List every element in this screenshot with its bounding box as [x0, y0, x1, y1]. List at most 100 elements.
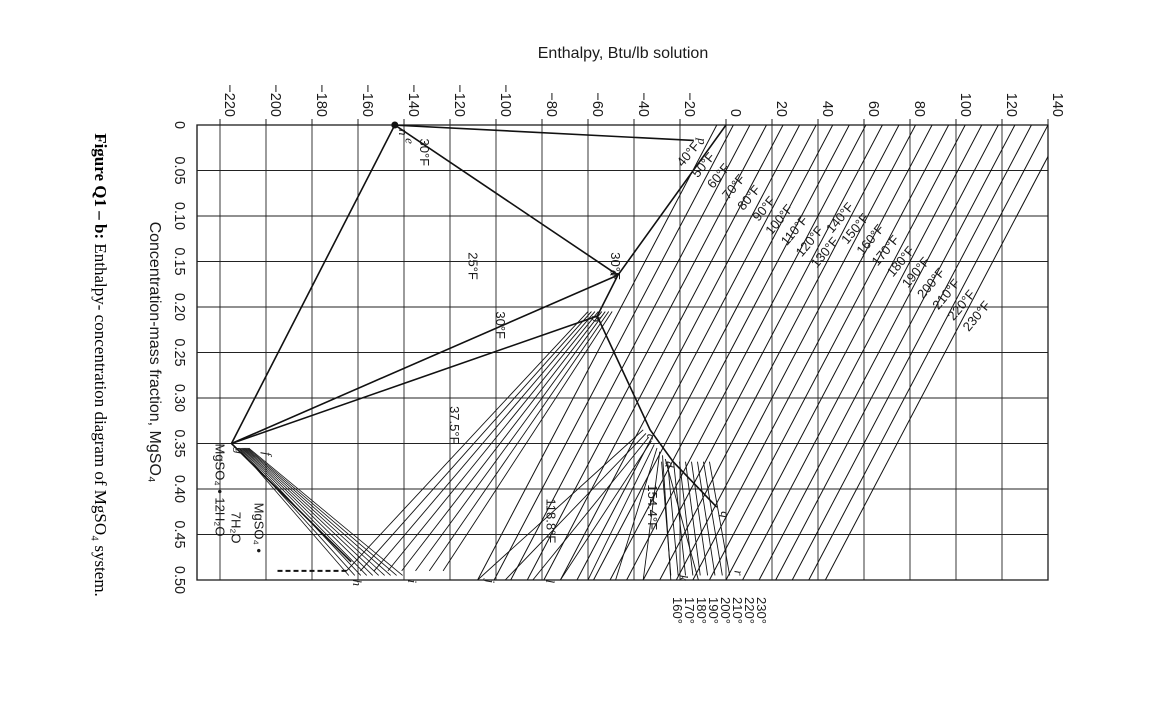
isotherm-line: [559, 125, 801, 580]
tie-line: [248, 447, 403, 576]
tie-line: [401, 311, 603, 572]
boundary-curve: [230, 442, 352, 563]
figure-caption-text: Enthalpy- concentration diagram of MgSO₄…: [91, 239, 110, 597]
right-temp-label: 210°: [730, 597, 745, 624]
right-temp-label: 220°: [742, 597, 757, 624]
tick-label-concentration: 0.50: [171, 566, 187, 594]
region-label: 30°F: [417, 138, 432, 166]
right-temp-label: 160°: [670, 597, 685, 624]
tick-label-enthalpy: −160: [359, 84, 375, 117]
tie-line: [560, 440, 652, 580]
isotherm-line: [477, 125, 718, 580]
tick-label-enthalpy: −20: [681, 92, 697, 117]
point-n-dot: [391, 121, 399, 129]
tie-line: [691, 461, 709, 576]
tie-line: [246, 447, 391, 576]
chart-curves: [230, 121, 1048, 580]
tick-label-concentration: 0.35: [171, 429, 187, 457]
isotherm-line: [593, 125, 834, 580]
tick-label-enthalpy: 100: [957, 93, 973, 117]
right-temp-label: 170°: [682, 597, 697, 624]
isotherm-family: [238, 125, 1048, 580]
tie-line: [243, 447, 379, 576]
point-label-g: g: [233, 448, 248, 455]
tie-line: [667, 461, 679, 576]
tick-label-enthalpy: 20: [773, 101, 789, 117]
boundary-curve: [596, 124, 727, 463]
tick-label-enthalpy: −80: [543, 92, 559, 117]
tie-line: [245, 447, 385, 576]
region-label: 118.8°F: [544, 498, 559, 543]
tie-line: [615, 447, 658, 580]
tick-label-enthalpy: −140: [405, 84, 421, 117]
isotherm-line: [526, 125, 767, 580]
tie-line: [504, 433, 647, 580]
compound-label: MgSO₄ •: [252, 503, 267, 554]
tie-line: [532, 436, 650, 580]
isotherm-line: [742, 125, 983, 580]
point-label-r: r: [732, 570, 747, 576]
point-label-j: j: [483, 577, 498, 583]
tie-line: [661, 461, 672, 576]
tie-line: [415, 311, 606, 572]
point-label-q: q: [718, 511, 733, 518]
isotherm-line: [675, 125, 916, 580]
tick-label-enthalpy: −40: [635, 92, 651, 117]
tie-line: [587, 444, 655, 580]
tick-label-enthalpy: −200: [267, 84, 283, 117]
region-label: 154.4°F: [645, 484, 660, 530]
isotherm-line: [725, 125, 966, 580]
tick-label-enthalpy: −180: [313, 84, 329, 117]
tie-line: [346, 311, 589, 572]
tick-label-concentration: 0: [171, 121, 187, 129]
region-label: 30°F: [608, 252, 623, 280]
isotherm-line: [808, 125, 1048, 580]
point-label-c: c: [644, 434, 659, 440]
x-axis-label: Concentration-mass fraction, MgSO₄: [146, 222, 163, 483]
compound-label: MgSO₄ • 12H₂O: [212, 444, 227, 537]
point-label-a: a: [607, 270, 622, 277]
isotherm-line: [692, 125, 933, 580]
tick-label-concentration: 0.25: [171, 338, 187, 366]
boundary-curve: [392, 124, 694, 142]
tick-label-concentration: 0.30: [171, 384, 187, 412]
tie-line: [428, 311, 610, 572]
point-label-l: l: [543, 579, 558, 583]
point-label-b: b: [589, 316, 604, 323]
tick-label-concentration: 0.20: [171, 293, 187, 321]
tie-line: [247, 447, 397, 576]
tie-line: [679, 461, 694, 576]
point-label-i: i: [405, 579, 420, 583]
tick-label-enthalpy: 120: [1003, 93, 1019, 117]
tick-label-concentration: 0.40: [171, 475, 187, 503]
isotherm-line: [626, 125, 867, 580]
tie-line: [703, 461, 723, 576]
point-label-f: f: [260, 452, 275, 458]
tick-label-enthalpy: 80: [911, 101, 927, 117]
right-temp-label: 200°: [718, 597, 733, 624]
tie-line: [387, 311, 599, 572]
isotherm-line: [775, 125, 1016, 580]
boundary-curve: [231, 315, 598, 445]
boundary-curve: [394, 124, 619, 276]
tick-label-concentration: 0.10: [171, 202, 187, 230]
isotherm-line: [659, 125, 900, 580]
tick-label-enthalpy: 0: [727, 109, 743, 117]
tie-line: [373, 311, 596, 572]
tie-line: [442, 311, 613, 572]
point-label-e: e: [403, 138, 418, 144]
isotherm-line: [576, 125, 817, 580]
tie-line: [477, 429, 644, 580]
tie-line: [241, 447, 368, 576]
tick-label-concentration: 0.45: [171, 520, 187, 548]
tick-label-enthalpy: 40: [819, 101, 835, 117]
tie-line: [664, 458, 699, 580]
chart-labels: −220−200−180−160−140−120−100−80−60−40−20…: [171, 84, 1065, 624]
point-label-k: k: [676, 575, 691, 581]
tie-line: [359, 311, 592, 572]
right-temp-label: 190°: [706, 597, 721, 624]
tie-line: [708, 461, 731, 576]
tie-line: [642, 451, 661, 580]
tick-label-enthalpy: −100: [497, 84, 513, 117]
